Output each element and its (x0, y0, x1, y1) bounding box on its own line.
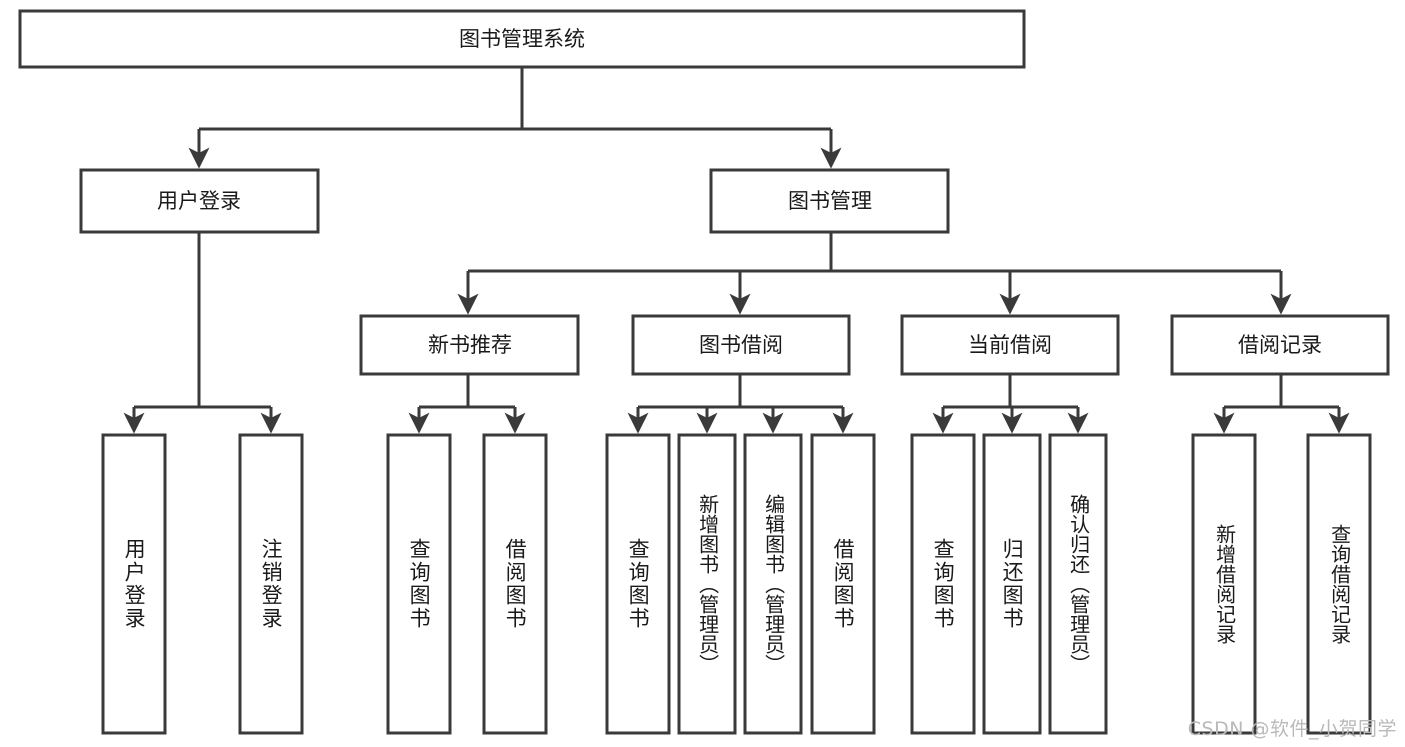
node-root-label: 图书管理系统 (459, 27, 585, 51)
watermark-text: CSDN @软件_小贺同学 (1187, 718, 1397, 740)
node-borrow-record[interactable]: 借阅记录 (1170, 314, 1390, 376)
node-current-borrow[interactable]: 当前借阅 (900, 314, 1120, 376)
node-new-book-rec-label: 新书推荐 (428, 333, 512, 357)
leaf-borrow-book-1-box[interactable] (482, 433, 548, 735)
node-root[interactable]: 图书管理系统 (18, 9, 1026, 69)
connector-group-user-login (123, 232, 282, 434)
node-current-borrow-box[interactable] (900, 314, 1120, 376)
leaf-query-record-box[interactable] (1306, 433, 1372, 735)
leaf-add-book-box[interactable] (677, 433, 737, 735)
node-book-manage-label: 图书管理 (788, 189, 872, 213)
leaf-confirm-return-box[interactable] (1048, 433, 1108, 735)
leaf-return-book-box[interactable] (982, 433, 1042, 735)
node-user-login[interactable]: 用户登录 (79, 168, 320, 234)
connector-group-borrow-record (1213, 374, 1350, 434)
node-borrow-record-label: 借阅记录 (1238, 333, 1322, 357)
connector-group-new-book-rec (408, 374, 526, 434)
node-root-box[interactable] (18, 9, 1026, 69)
leaf-borrow-book-2-box[interactable] (810, 433, 876, 735)
leaf-query-book-2-box[interactable] (605, 433, 671, 735)
leaf-edit-book-box[interactable] (743, 433, 803, 735)
leaf-add-record-box[interactable] (1191, 433, 1257, 735)
connector-group-book-borrow (627, 374, 854, 434)
node-book-manage-box[interactable] (709, 168, 950, 234)
leaf-logout-box[interactable] (238, 433, 304, 735)
node-book-manage[interactable]: 图书管理 (709, 168, 950, 234)
node-new-book-rec-box[interactable] (359, 314, 580, 376)
leaf-node-boxes (101, 433, 1372, 735)
leaf-query-book-3-box[interactable] (910, 433, 976, 735)
node-new-book-rec[interactable]: 新书推荐 (359, 314, 580, 376)
node-user-login-box[interactable] (79, 168, 320, 234)
connector-group-book-manage (457, 232, 1292, 315)
leaf-query-book-1-box[interactable] (386, 433, 452, 735)
connector-group-root (188, 67, 842, 169)
connector-group-current-borrow (932, 374, 1089, 434)
node-user-login-label: 用户登录 (157, 189, 241, 213)
node-current-borrow-label: 当前借阅 (968, 333, 1052, 357)
node-book-borrow-box[interactable] (631, 314, 851, 376)
node-book-borrow[interactable]: 图书借阅 (631, 314, 851, 376)
leaf-user-login-box[interactable] (101, 433, 167, 735)
node-book-borrow-label: 图书借阅 (699, 333, 783, 357)
node-borrow-record-box[interactable] (1170, 314, 1390, 376)
